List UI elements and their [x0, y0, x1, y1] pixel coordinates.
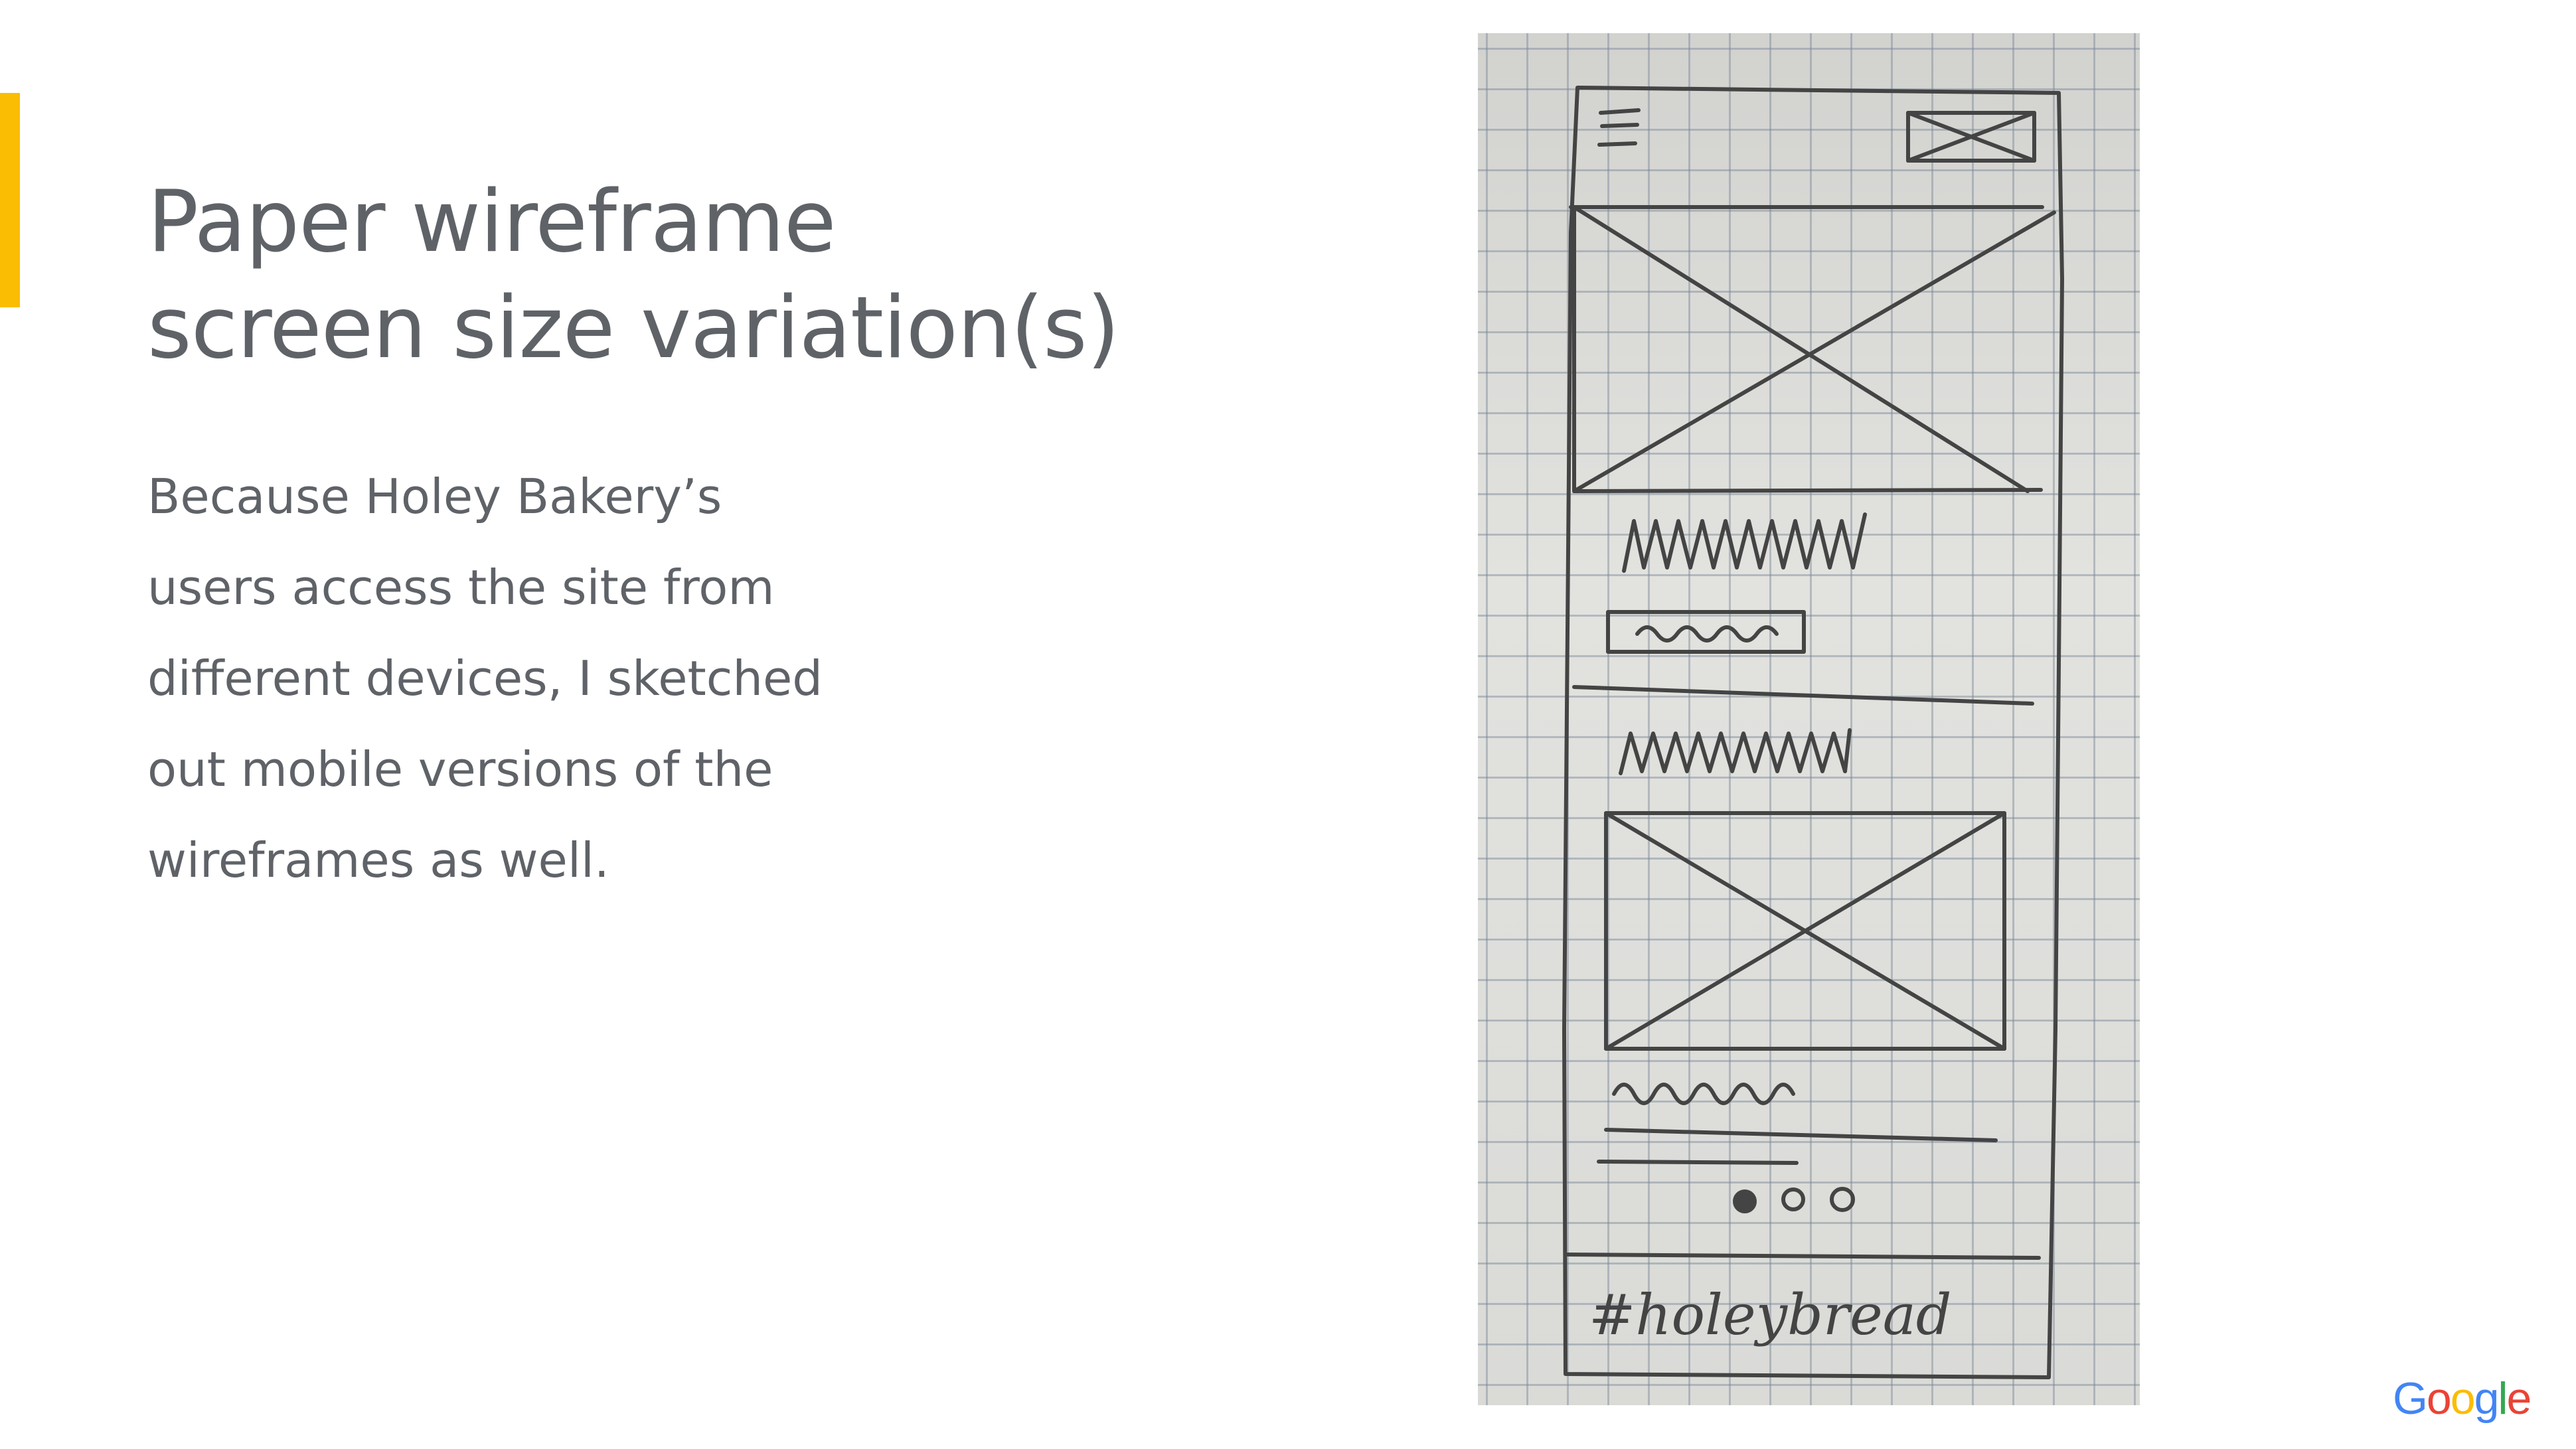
- title-line: Paper wireframe: [147, 173, 837, 271]
- google-logo: Google: [2393, 1373, 2532, 1424]
- hamburger-menu-sketch: [1597, 108, 1641, 147]
- button-sketch: [1606, 610, 1806, 654]
- google-logo-letter: o: [2426, 1373, 2452, 1424]
- logo-placeholder-sketch: [1906, 111, 2036, 163]
- slide-title: Paper wireframe screen size variation(s): [147, 169, 1276, 382]
- hashtag-handwriting: #holeybread: [1589, 1282, 1952, 1347]
- headline-squiggle: [1622, 512, 1867, 573]
- body-line: out mobile versions of the: [147, 741, 773, 797]
- caption-squiggle: [1612, 1083, 1795, 1105]
- wireframe-sketch-photo: #holeybread: [1478, 33, 2140, 1405]
- accent-bar: [0, 93, 20, 307]
- google-logo-letter: o: [2450, 1373, 2476, 1424]
- body-line: different devices, I sketched: [147, 650, 823, 706]
- wireframe-sketch: #holeybread: [1562, 86, 2064, 1379]
- title-line: screen size variation(s): [147, 279, 1120, 378]
- google-logo-letter: l: [2498, 1373, 2508, 1424]
- body-line: users access the site from: [147, 560, 775, 615]
- google-logo-letter: g: [2474, 1373, 2500, 1424]
- carousel-dots-sketch: [1733, 1187, 1855, 1213]
- body-line: wireframes as well.: [147, 832, 609, 888]
- hero-image-sketch: [1572, 205, 2056, 493]
- phone-outline: [1562, 86, 2064, 1379]
- google-logo-letter: e: [2506, 1373, 2532, 1424]
- body-line: Because Holey Bakery’s: [147, 469, 722, 524]
- content-image-sketch: [1604, 811, 2006, 1051]
- section-heading-squiggle: [1619, 728, 1852, 775]
- google-logo-letter: G: [2393, 1373, 2428, 1424]
- body-paragraph: Because Holey Bakery’s users access the …: [147, 451, 878, 906]
